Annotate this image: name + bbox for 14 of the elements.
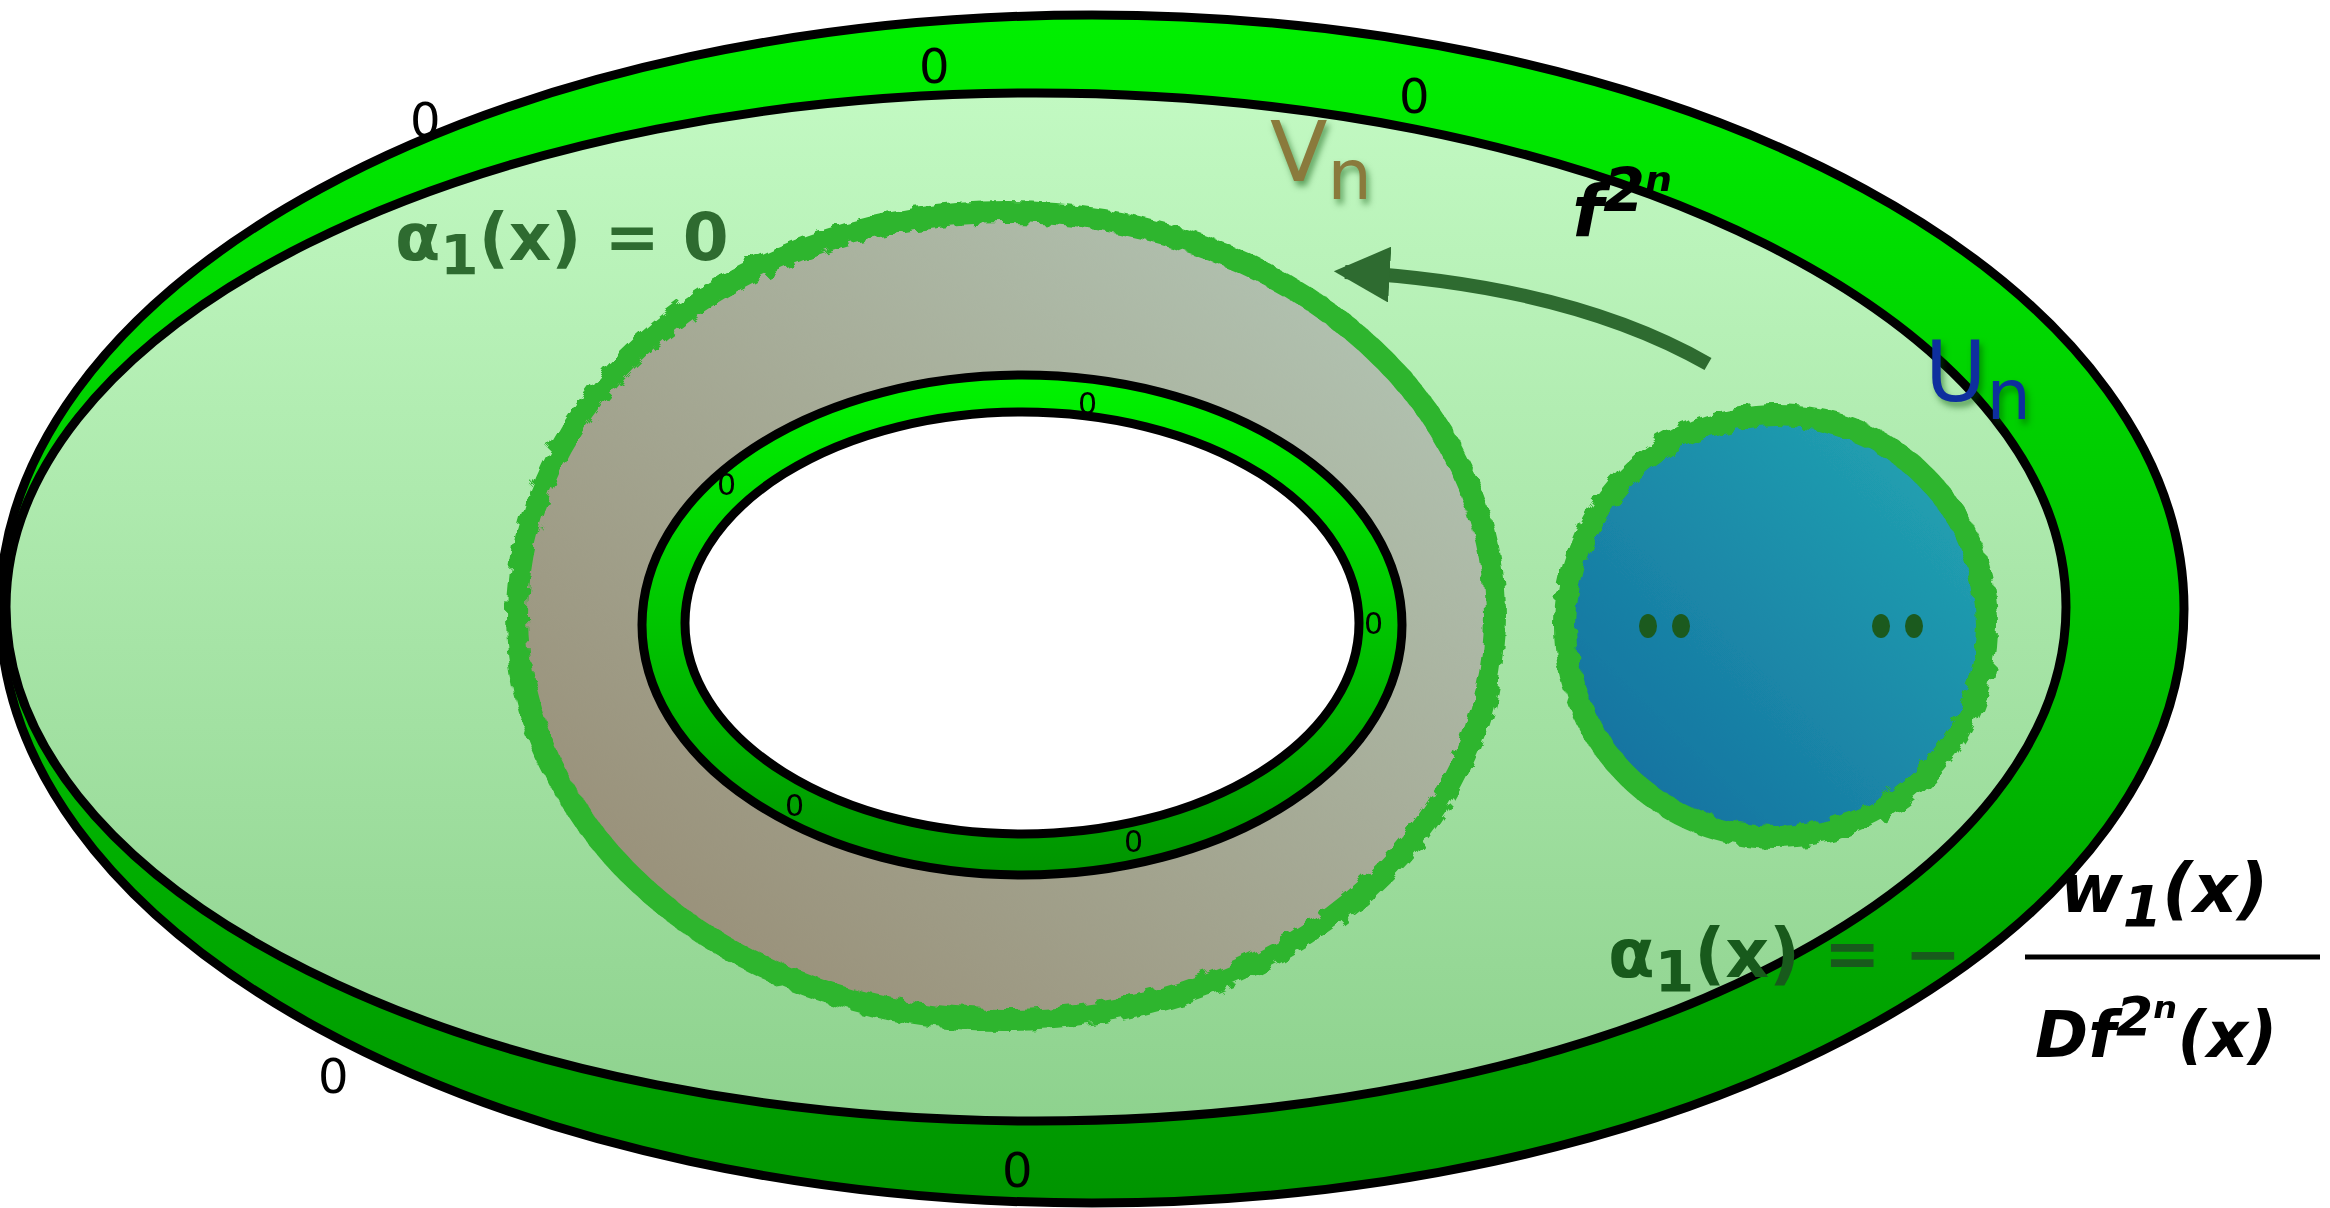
formula: α$_{1}$(x) = − — [1608, 920, 1962, 1001]
zero-mark: 0 — [1124, 827, 1144, 857]
fraction-numerator: w$_{1}$(x) — [2060, 855, 2269, 936]
zero-mark: 0 — [785, 791, 805, 821]
region-label: U$_{n}$ — [1925, 330, 2031, 430]
arrow — [1333, 247, 1712, 371]
zero-mark: 0 — [1399, 72, 1430, 120]
zero-mark: 0 — [318, 1052, 349, 1100]
zero-mark: 0 — [1002, 1146, 1033, 1194]
fraction-denominator: Df$^{2ⁿ}$(x) — [2035, 990, 2278, 1068]
zero-mark: 0 — [1364, 609, 1384, 639]
formula: α$_{1}$(x) = 0 — [395, 205, 729, 284]
zero-mark: 0 — [919, 42, 950, 90]
region-label: V$_{n}$ — [1270, 110, 1372, 210]
